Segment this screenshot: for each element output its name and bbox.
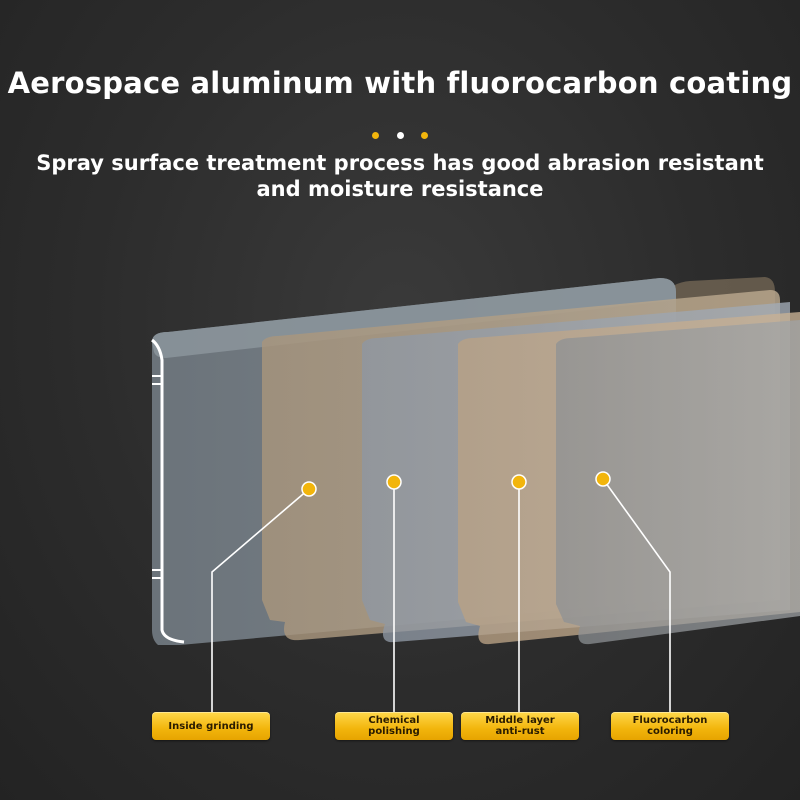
subtitle-line-1: Spray surface treatment process has good… — [36, 151, 764, 175]
callout-line-fluorocarbon — [602, 478, 671, 712]
marker-dot-icon — [386, 474, 402, 490]
marker-dot-icon — [301, 481, 317, 497]
dot-icon — [420, 132, 428, 139]
subtitle-line-2: and moisture resistance — [256, 177, 544, 201]
marker-dot-icon — [511, 474, 527, 490]
page-title: Aerospace aluminum with fluorocarbon coa… — [7, 66, 793, 100]
marker-dot-icon — [595, 471, 611, 487]
label-chemical-polishing: Chemical polishing — [335, 712, 453, 740]
layer-fluorocarbon — [556, 320, 800, 645]
dot-icon — [372, 132, 380, 139]
separator-dots — [0, 124, 800, 143]
label-fluorocarbon-coloring: Fluorocarbon coloring — [611, 712, 729, 740]
label-middle-layer-anti-rust: Middle layer anti-rust — [461, 712, 579, 740]
label-inside-grinding: Inside grinding — [152, 712, 270, 740]
subtitle: Spray surface treatment process has good… — [20, 150, 780, 202]
dot-icon — [396, 132, 404, 139]
callout-line-inside-grinding — [211, 488, 310, 716]
